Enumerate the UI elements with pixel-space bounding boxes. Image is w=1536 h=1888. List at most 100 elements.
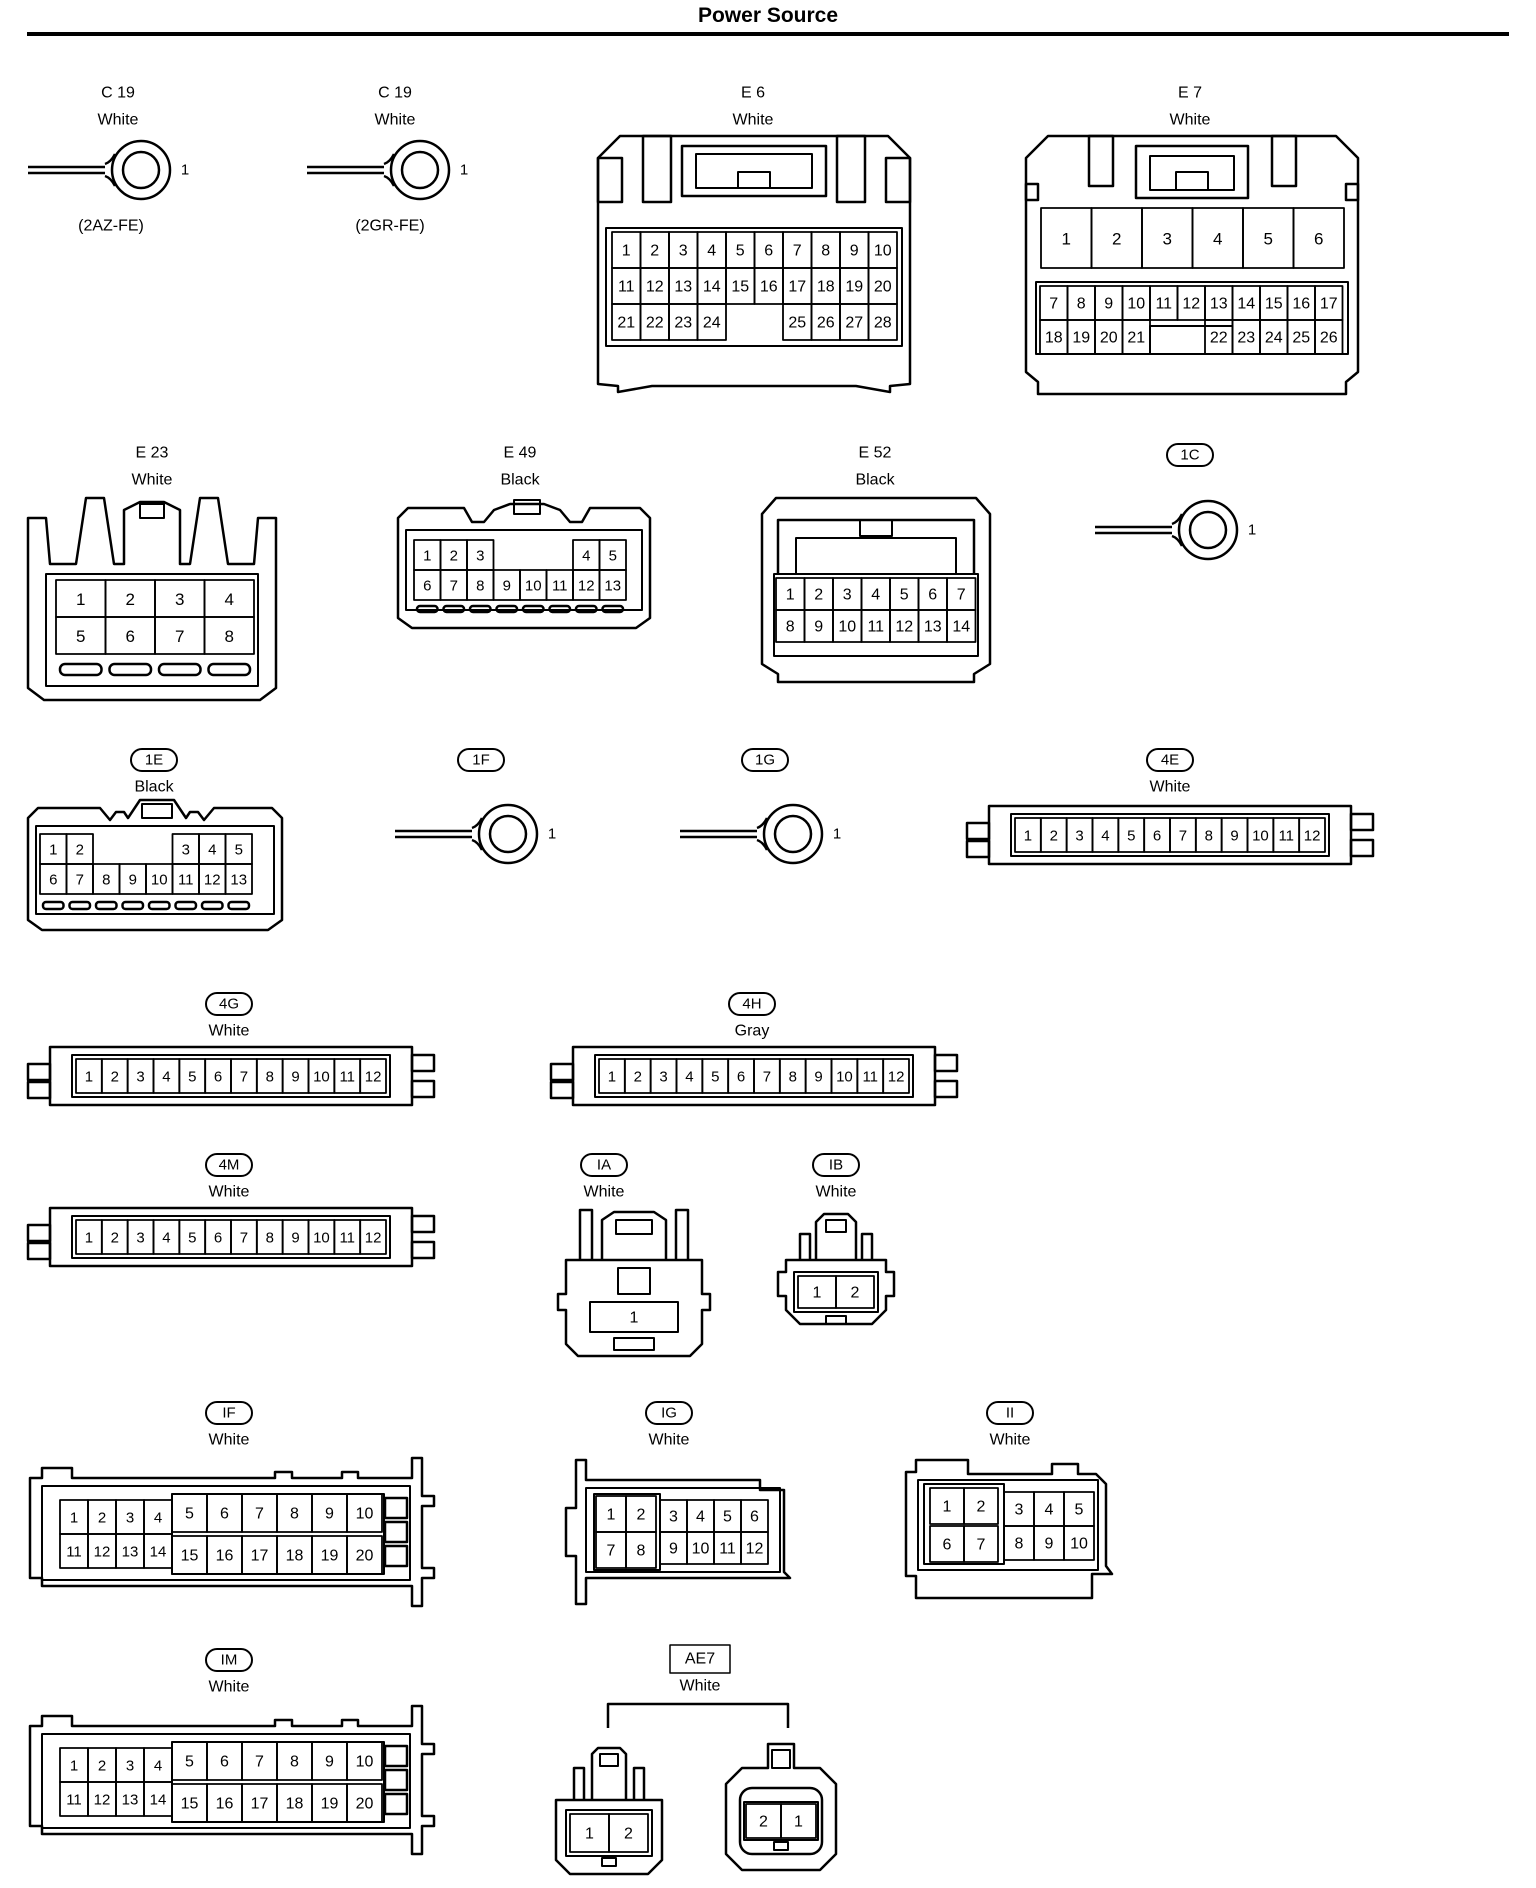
housing-inner	[41, 1485, 411, 1581]
connector-code-ia: IA	[597, 1157, 611, 1174]
pin-4h: 6	[737, 1069, 745, 1086]
pin-if: 20	[356, 1548, 374, 1565]
pin-cell	[625, 1531, 657, 1569]
pin-e7: 1	[1062, 230, 1071, 249]
connector-color-4m: White	[209, 1184, 250, 1201]
pin-e49: 10	[525, 578, 542, 595]
pin-e7: 15	[1265, 296, 1283, 313]
pin-4m: 11	[339, 1230, 355, 1247]
ring-terminal-hole	[121, 150, 161, 190]
connector-color-e49: Black	[500, 472, 540, 489]
housing-post	[835, 134, 867, 204]
pin-e52: 10	[838, 619, 856, 636]
pin-4h: 1	[608, 1069, 616, 1086]
pin-1e: 3	[182, 842, 190, 859]
connector-color-ae7: White	[680, 1678, 721, 1695]
pin-e7: 2	[1112, 230, 1121, 249]
ring-terminal-hole	[1188, 510, 1228, 550]
pin-e49: 9	[503, 578, 511, 595]
pin-e52: 11	[867, 619, 884, 636]
pin-e6: 28	[874, 315, 892, 332]
terminal-neck	[471, 838, 484, 851]
pin-im: 7	[255, 1754, 264, 1771]
connector-code-badge	[669, 1644, 731, 1674]
pin-e52: 8	[786, 619, 795, 636]
terminal-slot	[207, 662, 252, 677]
pin-4g: 10	[313, 1069, 330, 1086]
pin-if: 16	[216, 1548, 234, 1565]
pin-if: 12	[94, 1544, 111, 1561]
housing-ear	[410, 1240, 436, 1260]
pin-e6: 11	[618, 279, 635, 296]
pin-e52: 4	[871, 587, 880, 604]
pin-field	[773, 573, 979, 657]
pin-e6: 22	[646, 315, 664, 332]
pin-ii: 5	[1075, 1502, 1084, 1519]
pin-4h: 2	[634, 1069, 642, 1086]
connector-color-4h: Gray	[735, 1023, 770, 1040]
ring-terminal	[477, 803, 539, 865]
connector-code-1e: 1E	[145, 752, 163, 769]
connector-code-4g: 4G	[219, 996, 239, 1013]
pin-cell	[963, 1525, 999, 1563]
ring-terminal	[389, 139, 451, 201]
housing-inner	[917, 1479, 1099, 1571]
pin-field	[565, 1809, 653, 1857]
pin-4e: 3	[1075, 828, 1083, 845]
housing-ear	[26, 1241, 52, 1261]
connector-code-badge	[1166, 443, 1214, 467]
pin-cell	[963, 1487, 999, 1525]
pin-e23: 4	[225, 590, 234, 609]
pin-e52: 3	[843, 587, 852, 604]
terminal-slot	[601, 604, 625, 614]
pin-if: 8	[290, 1506, 299, 1523]
terminal-neck	[104, 153, 117, 166]
connector-code-ig: IG	[661, 1405, 677, 1422]
housing-ear	[1344, 182, 1360, 202]
pin-im: 11	[66, 1792, 82, 1809]
pin-im: 20	[356, 1796, 374, 1813]
pin-e7: 26	[1320, 330, 1338, 347]
pin-ae7: 1	[585, 1826, 594, 1843]
pin-e7: 7	[1049, 296, 1058, 313]
connector-code-badge	[986, 1401, 1034, 1425]
housing-ear	[549, 1062, 575, 1082]
pin-e23: 3	[175, 590, 184, 609]
pin-e7: 3	[1163, 230, 1172, 249]
latch-window	[383, 1792, 409, 1816]
pin-4m: 10	[313, 1230, 330, 1247]
housing-outline	[396, 502, 652, 630]
pin-ig: 8	[637, 1543, 646, 1560]
terminal-slot	[41, 900, 65, 911]
pin-e49: 5	[609, 548, 617, 565]
pin-ig: 7	[607, 1543, 616, 1560]
pin-e6: 9	[850, 243, 859, 260]
pin-if: 4	[154, 1510, 162, 1527]
latch-window	[383, 1544, 409, 1568]
pin-im: 5	[185, 1754, 194, 1771]
terminal-neck	[756, 838, 769, 851]
pin-if: 17	[251, 1548, 269, 1565]
connector-color-im: White	[209, 1679, 250, 1696]
pin-4m: 7	[240, 1230, 248, 1247]
terminal-slot	[613, 1337, 655, 1351]
pin-field	[45, 573, 259, 687]
connector-code-badge	[812, 1153, 860, 1177]
housing-inner	[71, 1054, 391, 1098]
pin-c19-a: 1	[181, 162, 189, 179]
pin-4m: 5	[188, 1230, 196, 1247]
pin-field	[589, 1301, 679, 1333]
pin-1e: 11	[178, 872, 194, 889]
connector-color-e7: White	[1170, 112, 1211, 129]
connector-color-4g: White	[209, 1023, 250, 1040]
pin-e7: 4	[1213, 230, 1222, 249]
pin-e7: 16	[1292, 296, 1310, 313]
latch-window	[617, 1267, 651, 1295]
connector-color-e6: White	[733, 112, 774, 129]
connector-bracket	[606, 1702, 790, 1728]
pin-e52: 2	[814, 587, 823, 604]
housing-outline	[776, 1258, 896, 1326]
connector-color-4e: White	[1150, 779, 1191, 796]
pin-if: 9	[325, 1506, 334, 1523]
pin-1c: 1	[1248, 522, 1256, 539]
